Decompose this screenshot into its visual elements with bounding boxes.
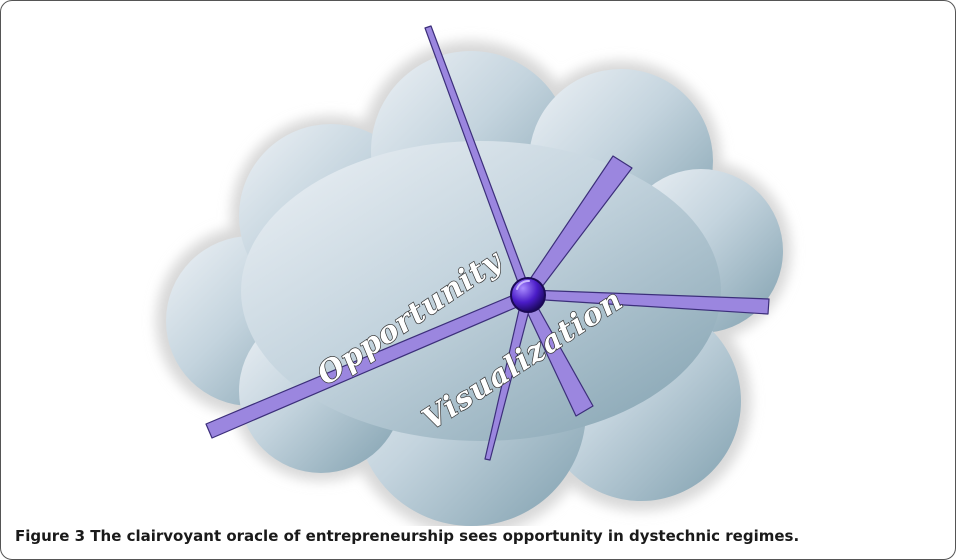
caption-label: Figure 3 <box>15 527 86 545</box>
cloud <box>166 51 783 526</box>
oracle-illustration: Opportunity Visualization <box>156 25 791 526</box>
figure-caption: Figure 3 The clairvoyant oracle of entre… <box>15 527 799 545</box>
caption-text: The clairvoyant oracle of entrepreneursh… <box>90 527 800 545</box>
hub-highlight <box>516 280 530 290</box>
spokes <box>205 25 770 461</box>
hub-sphere <box>510 277 546 313</box>
